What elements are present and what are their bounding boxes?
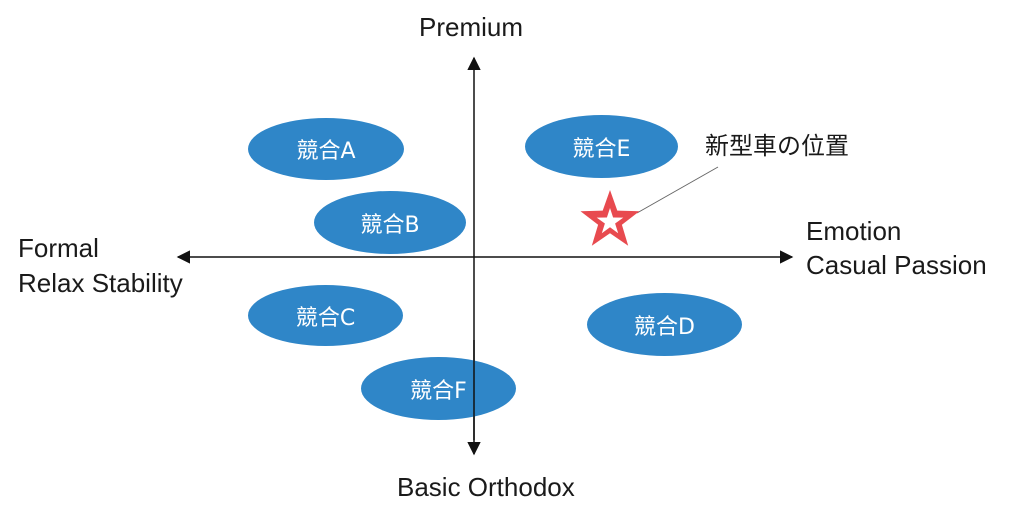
competitor-c-ellipse: 競合C bbox=[248, 285, 403, 346]
callout-line bbox=[636, 166, 719, 214]
new-car-position-label: 新型車の位置 bbox=[705, 132, 849, 160]
axis-label-right-line2: Casual Passion bbox=[806, 250, 987, 280]
axis-label-left-line2: Relax Stability bbox=[18, 268, 183, 298]
competitor-c-label: 競合C bbox=[295, 305, 356, 331]
competitor-f-ellipse: 競合F bbox=[361, 357, 516, 420]
axis-label-right-line1: Emotion bbox=[806, 216, 902, 246]
competitor-d-label: 競合D bbox=[634, 314, 695, 340]
axis-label-bottom: Basic Orthodox bbox=[397, 472, 575, 502]
competitor-b-label: 競合B bbox=[360, 212, 420, 238]
competitor-e-label: 競合E bbox=[572, 136, 631, 162]
competitor-f-label: 競合F bbox=[410, 378, 467, 404]
competitor-e-ellipse: 競合E bbox=[525, 115, 678, 178]
competitor-b-ellipse: 競合B bbox=[314, 191, 466, 254]
competitor-d-ellipse: 競合D bbox=[587, 293, 742, 356]
axis-label-top: Premium bbox=[419, 12, 524, 42]
competitor-a-label: 競合A bbox=[296, 139, 356, 164]
competitor-a-ellipse: 競合A bbox=[248, 118, 404, 180]
axis-label-left-line1: Formal bbox=[18, 233, 99, 263]
